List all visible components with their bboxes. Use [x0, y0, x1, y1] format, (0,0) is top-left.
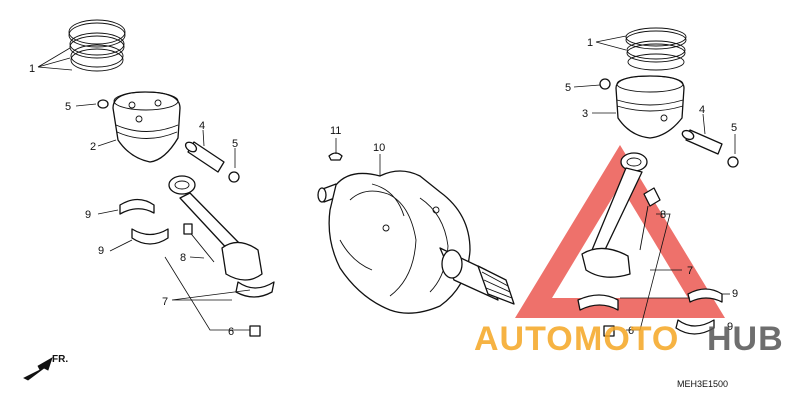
piston-ring-icon: [68, 19, 126, 72]
diagram-code: MEH3E1500: [677, 379, 728, 389]
callout-5b-right: 5: [731, 122, 737, 134]
callout-1-right: 1: [587, 37, 593, 49]
piston-icon: [112, 91, 181, 163]
callout-7-right: 7: [687, 265, 693, 277]
right-leaders: [573, 35, 736, 331]
direction-label: FR.: [52, 354, 68, 365]
left-callouts: 1 5 2 4 5 9 9 8 7 6: [29, 63, 238, 338]
circlip-icon: [97, 99, 109, 109]
nut-icon: [603, 325, 615, 337]
callout-9b-right: 9: [727, 321, 733, 333]
circlip-icon: [228, 171, 240, 183]
left-leaders: [37, 47, 251, 331]
callout-9b-left: 9: [98, 245, 104, 257]
callout-6-right: 6: [628, 325, 634, 337]
callout-10-center: 10: [373, 142, 385, 154]
circlip-icon: [599, 78, 611, 90]
callout-1-left: 1: [29, 63, 35, 75]
crankshaft-icon: [317, 170, 515, 314]
callout-4-right: 4: [699, 104, 705, 116]
callout-5b-left: 5: [232, 138, 238, 150]
circlip-icon: [727, 156, 739, 168]
callout-9a-right: 9: [732, 288, 738, 300]
right-callouts: 1 5 3 4 5 8 7 9 6 9: [565, 37, 738, 337]
arrow-icon: [23, 357, 53, 381]
callout-8-left: 8: [180, 252, 186, 264]
piston-pin-icon: [681, 129, 723, 155]
callout-2-left: 2: [90, 141, 96, 153]
callout-5a-right: 5: [565, 82, 571, 94]
callout-9a-left: 9: [85, 209, 91, 221]
woodruff-key-icon: [328, 152, 343, 161]
callout-4-left: 4: [199, 120, 205, 132]
callout-6-left: 6: [228, 326, 234, 338]
watermark-triangle: [515, 145, 725, 318]
connecting-rod-icon: [577, 152, 723, 335]
piston-pin-icon: [184, 141, 225, 173]
callout-11-center: 11: [330, 125, 341, 137]
callout-8-right: 8: [660, 209, 666, 221]
nut-icon: [249, 325, 261, 337]
connecting-rod-icon: [168, 175, 275, 298]
watermark-hub: HUB: [707, 320, 784, 358]
bearing-shell-icon: [119, 198, 169, 245]
callout-3-right: 3: [582, 108, 588, 120]
watermark-auto: AUTO: [474, 320, 574, 358]
piston-ring-icon: [625, 27, 687, 71]
callout-5a-left: 5: [65, 101, 71, 113]
center-leaders: [335, 138, 381, 176]
callout-7-left: 7: [162, 296, 168, 308]
watermark-moto: MOTO: [574, 320, 679, 358]
watermark-logo: AUTO MOTO HUB: [474, 320, 784, 358]
piston-icon: [615, 75, 685, 139]
